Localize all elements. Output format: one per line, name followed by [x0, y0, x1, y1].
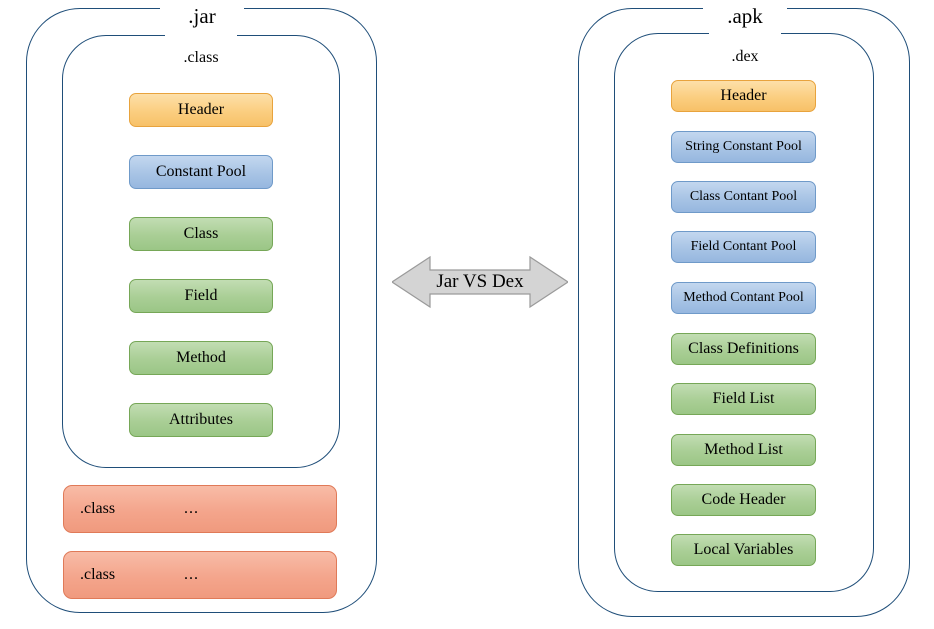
dex-item-header-label: Header: [720, 87, 767, 104]
jar-item-header[interactable]: Header: [129, 93, 273, 127]
dex-item-code-header[interactable]: Code Header: [671, 484, 816, 516]
dex-item-method-list-label: Method List: [704, 441, 783, 458]
dex-title-mask: [709, 28, 781, 40]
dex-item-class-contant-pool[interactable]: Class Contant Pool: [671, 181, 816, 213]
jar-extra-class-row-2-dots: ...: [184, 566, 199, 583]
dex-item-local-variables[interactable]: Local Variables: [671, 534, 816, 566]
jar-title: .jar: [188, 4, 216, 28]
jar-extra-class-row-2-name: .class: [80, 566, 116, 583]
apk-title: .apk: [727, 4, 763, 28]
dex-item-local-variables-label: Local Variables: [693, 541, 794, 558]
jar-item-header-label: Header: [177, 101, 225, 118]
jar-item-class[interactable]: Class: [129, 217, 273, 251]
dex-item-code-header-label: Code Header: [701, 491, 786, 508]
jar-item-field-label: Field: [184, 287, 218, 304]
dex-item-field-contant-pool-label: Field Contant Pool: [690, 239, 797, 254]
jar-item-class-label: Class: [183, 225, 219, 242]
dex-item-field-list[interactable]: Field List: [671, 383, 816, 415]
dex-title: .dex: [731, 48, 759, 65]
jar-vs-dex-arrow: Jar VS Dex: [392, 255, 568, 309]
jar-item-method[interactable]: Method: [129, 341, 273, 375]
jar-extra-class-row-1-dots: ...: [184, 500, 199, 517]
jar-item-attributes[interactable]: Attributes: [129, 403, 273, 437]
jar-extra-class-row-1[interactable]: .class ...: [63, 485, 337, 533]
dex-item-string-constant-pool[interactable]: String Constant Pool: [671, 131, 816, 163]
jar-extra-class-row-2[interactable]: .class ...: [63, 551, 337, 599]
dex-item-string-constant-pool-label: String Constant Pool: [685, 139, 802, 154]
jar-vs-dex-label: Jar VS Dex: [436, 271, 524, 292]
class-title-mask: [165, 30, 237, 42]
jar-item-attributes-label: Attributes: [169, 411, 233, 428]
dex-item-method-list[interactable]: Method List: [671, 434, 816, 466]
jar-item-constant-pool-label: Constant Pool: [155, 163, 247, 180]
jar-extra-class-row-1-name: .class: [80, 500, 116, 517]
jar-title-mask: [160, 2, 244, 18]
dex-item-method-contant-pool[interactable]: Method Contant Pool: [671, 282, 816, 314]
dex-item-field-contant-pool[interactable]: Field Contant Pool: [671, 231, 816, 263]
dex-item-class-contant-pool-label: Class Contant Pool: [689, 189, 798, 204]
dex-item-header[interactable]: Header: [671, 80, 816, 112]
jar-item-constant-pool[interactable]: Constant Pool: [129, 155, 273, 189]
jar-item-field[interactable]: Field: [129, 279, 273, 313]
dex-item-field-list-label: Field List: [712, 390, 775, 407]
dex-item-class-definitions-label: Class Definitions: [688, 340, 799, 357]
double-arrow-icon: [392, 255, 568, 309]
dex-item-method-contant-pool-label: Method Contant Pool: [683, 290, 804, 305]
apk-title-mask: [703, 2, 787, 18]
jar-item-method-label: Method: [176, 349, 226, 366]
dex-item-class-definitions[interactable]: Class Definitions: [671, 333, 816, 365]
class-title: .class: [183, 49, 219, 66]
